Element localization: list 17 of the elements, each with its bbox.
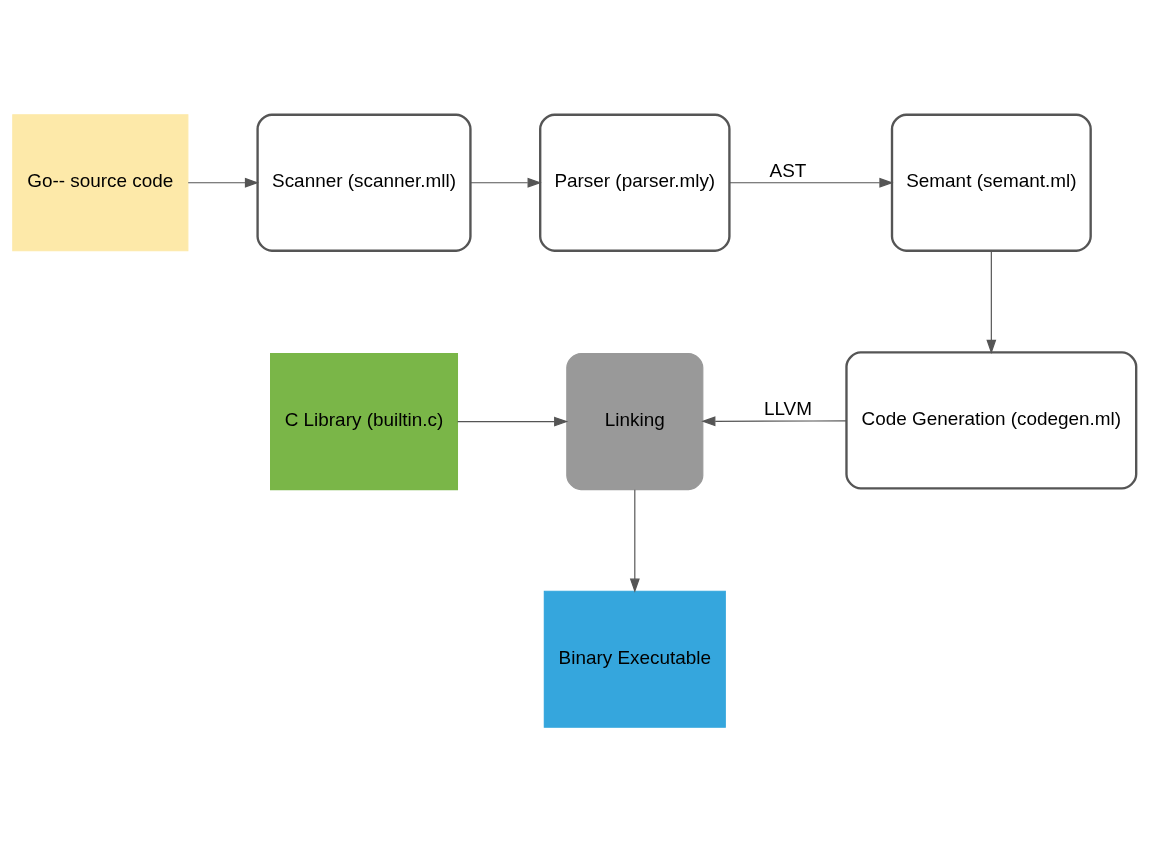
arrow [629,488,640,593]
arrow [457,416,569,427]
node-box: Binary Executable [543,590,726,728]
arrow [469,177,542,188]
arrow [701,415,847,426]
node-box: Go-- source code [12,113,189,251]
node-box: Linking [566,352,704,490]
node-box: C Library (builtin.c) [270,352,458,490]
arrow [986,249,997,354]
arrow [728,177,894,188]
edge-label: AST [769,159,807,181]
node-box: Semant (semant.ml) [890,113,1092,252]
node-box: Code Generation (codegen.ml) [845,350,1138,490]
node-box: Scanner (scanner.mll) [256,113,472,252]
arrow [187,177,260,188]
edge-label: LLVM [763,397,812,419]
node-box: Parser (parser.mly) [539,113,731,252]
